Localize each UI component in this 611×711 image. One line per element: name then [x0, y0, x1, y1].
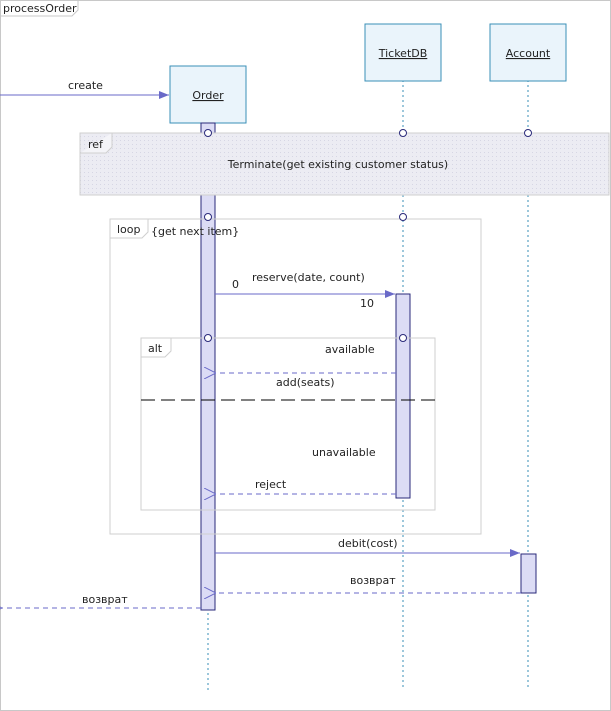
- ref-fragment[interactable]: ref Terminate(get existing customer stat…: [79, 129, 610, 196]
- ref-gate-order: [204, 129, 212, 137]
- return-account-label: возврат: [350, 574, 396, 587]
- message-reject[interactable]: reject: [216, 478, 396, 494]
- loop-gate-ticketdb: [399, 213, 407, 221]
- message-create[interactable]: create: [0, 79, 169, 99]
- reject-label: reject: [255, 478, 287, 491]
- ticketdb-label: TicketDB: [378, 47, 428, 60]
- frame-title: processOrder: [3, 2, 77, 15]
- alt-gate-ticketdb: [399, 334, 407, 342]
- alt-guard-unavailable: unavailable: [312, 446, 376, 459]
- lifeline-ticketdb[interactable]: TicketDB: [364, 23, 442, 82]
- message-debit[interactable]: debit(cost): [215, 537, 520, 557]
- order-label: Order: [192, 89, 224, 102]
- message-reserve[interactable]: reserve(date, count) 0 10: [215, 271, 395, 310]
- ref-gate-account: [524, 129, 532, 137]
- loop-operator: loop: [117, 223, 141, 236]
- message-add-seats[interactable]: add(seats): [216, 373, 396, 389]
- ref-text: Terminate(get existing customer status): [227, 158, 448, 171]
- account-activation-bar: [520, 553, 537, 594]
- reserve-left-marker: 0: [232, 278, 239, 291]
- ticketdb-activation-bar: [395, 293, 411, 499]
- create-label: create: [68, 79, 103, 92]
- message-return-account[interactable]: возврат: [216, 574, 521, 593]
- alt-operator: alt: [148, 342, 163, 355]
- loop-guard: {get next item}: [151, 225, 239, 238]
- return-order-label: возврат: [82, 593, 128, 606]
- reserve-label: reserve(date, count): [252, 271, 365, 284]
- ref-gate-ticketdb: [399, 129, 407, 137]
- account-label: Account: [506, 47, 551, 60]
- debit-label: debit(cost): [338, 537, 398, 550]
- loop-fragment[interactable]: loop {get next item}: [109, 213, 482, 535]
- alt-guard-available: available: [325, 343, 375, 356]
- order-activation-bar: [200, 122, 216, 611]
- ref-operator: ref: [88, 138, 104, 151]
- alt-fragment[interactable]: alt available unavailable: [140, 334, 436, 511]
- lifeline-account[interactable]: Account: [489, 23, 567, 82]
- message-return-order[interactable]: возврат: [2, 593, 201, 608]
- loop-gate-order: [204, 213, 212, 221]
- reserve-right-marker: 10: [360, 297, 374, 310]
- add-seats-label: add(seats): [276, 376, 335, 389]
- lifeline-order[interactable]: Order: [169, 65, 247, 124]
- alt-gate-order: [204, 334, 212, 342]
